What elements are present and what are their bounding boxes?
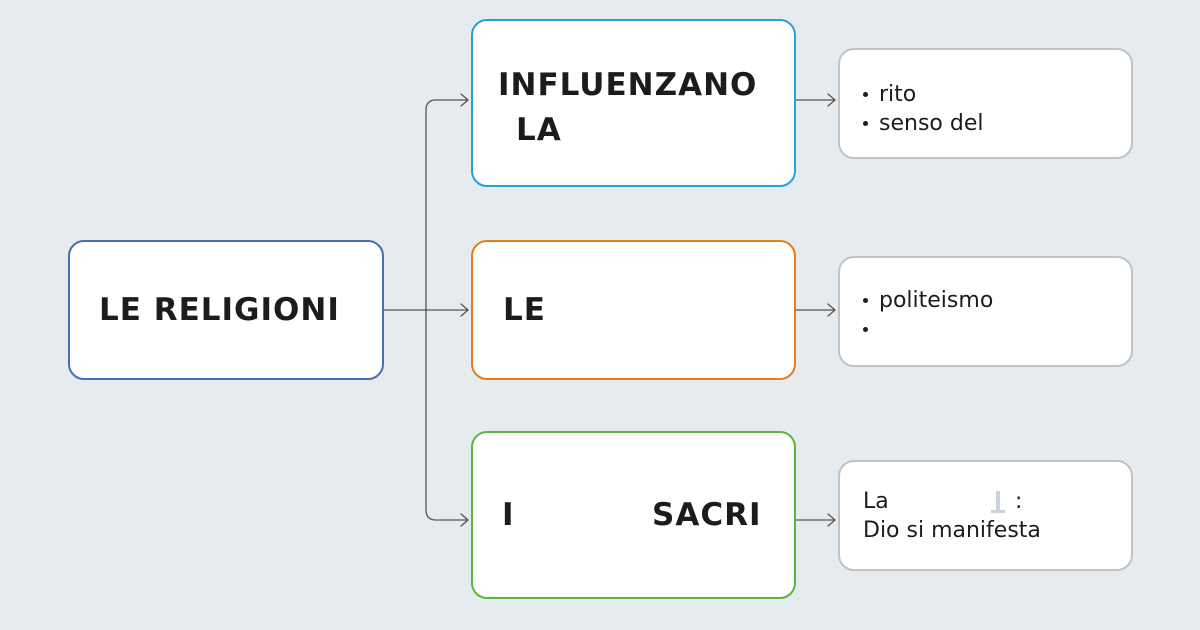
root-box: LE RELIGIONI: [68, 240, 384, 380]
branch-2-title: LE: [503, 292, 546, 328]
arrowhead-3: [460, 513, 469, 527]
bullet-icon: [863, 92, 868, 97]
arrowhead-2: [460, 303, 469, 317]
note-box-2: politeismo: [838, 256, 1133, 367]
note-1-item-2: senso del: [879, 111, 984, 136]
note-arrowhead-2: [827, 303, 836, 317]
note-1-list: rito senso del: [863, 80, 983, 138]
list-item: senso del: [863, 109, 983, 138]
text-cursor-icon: [991, 491, 1005, 513]
note-3-text: La : Dio si manifesta: [863, 487, 1041, 545]
branch-3-title-right: SACRI: [652, 497, 762, 533]
branch-box-3: I SACRI: [471, 431, 796, 599]
branch-3-title-left: I: [502, 497, 515, 533]
list-item: [863, 315, 993, 344]
note-box-3: La : Dio si manifesta: [838, 460, 1133, 571]
note-box-1: rito senso del: [838, 48, 1133, 159]
branch-1-title-line1: INFLUENZANO: [498, 67, 758, 103]
note-3-line1-right: :: [1015, 489, 1023, 514]
note-3-line1-left: La: [863, 489, 889, 514]
note-1-item-1: rito: [879, 82, 917, 107]
branch-connector-1: [425, 99, 469, 311]
root-title: LE RELIGIONI: [99, 292, 340, 328]
branch-box-2: LE: [471, 240, 796, 380]
list-item: rito: [863, 80, 983, 109]
bullet-icon: [863, 121, 868, 126]
bullet-icon: [863, 327, 868, 332]
branch-connector-3: [425, 309, 469, 521]
branch-1-title-line2: LA: [516, 112, 562, 148]
arrowhead-1: [460, 93, 469, 107]
note-arrowhead-3: [827, 513, 836, 527]
list-item: politeismo: [863, 286, 993, 315]
note-2-item-1: politeismo: [879, 288, 994, 313]
bullet-icon: [863, 298, 868, 303]
note-3-line2: Dio si manifesta: [863, 518, 1041, 543]
note-2-list: politeismo: [863, 286, 993, 344]
branch-box-1: INFLUENZANO LA: [471, 19, 796, 187]
note-arrowhead-1: [827, 93, 836, 107]
